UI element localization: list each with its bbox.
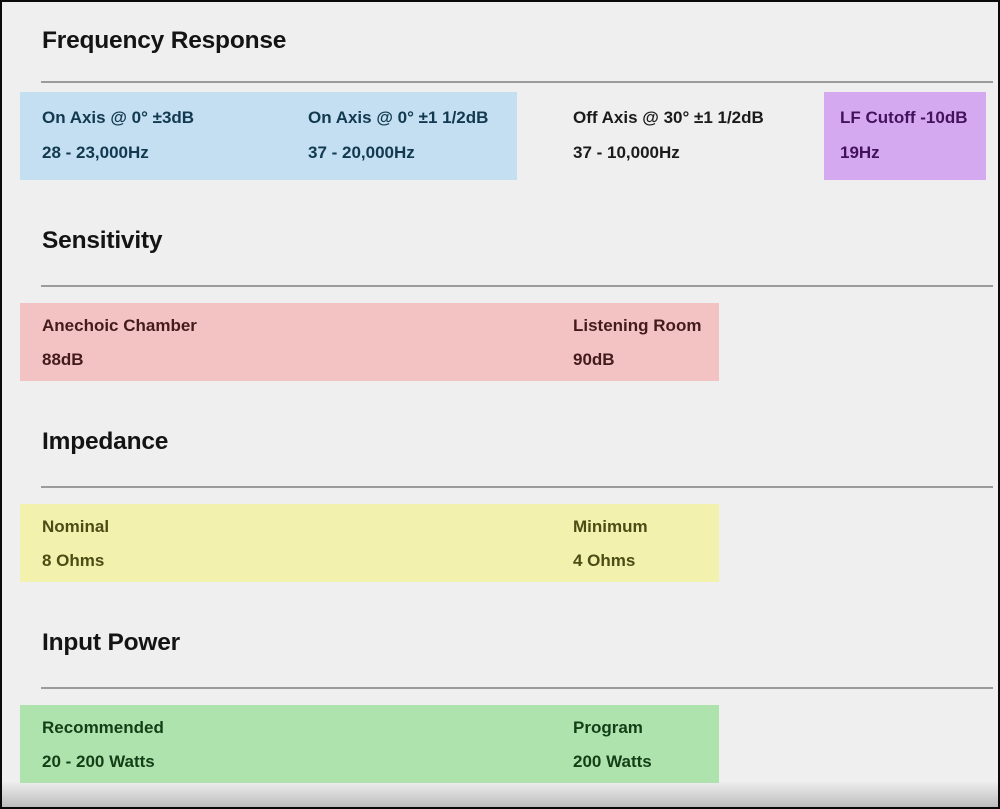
spec-cell-listening-room: Listening Room 90dB [573, 315, 701, 370]
spec-cell-anechoic-chamber: Anechoic Chamber 88dB [42, 315, 197, 370]
spec-cell-on-axis-1-5db: On Axis @ 0° ±1 1/2dB 37 - 20,000Hz [308, 107, 488, 163]
bottom-shadow [2, 781, 998, 807]
spec-cell-program: Program 200 Watts [573, 717, 652, 772]
spec-label: Recommended [42, 718, 164, 737]
spec-label: Nominal [42, 517, 110, 536]
section-title-input-power: Input Power [42, 629, 180, 656]
spec-value: 19Hz [840, 143, 880, 162]
spec-label: Program [573, 718, 643, 737]
frequency-response-lf-cutoff-highlight: LF Cutoff -10dB 19Hz [824, 92, 986, 180]
section-divider [41, 285, 993, 287]
spec-label: On Axis @ 0° ±1 1/2dB [308, 108, 489, 127]
section-divider [41, 81, 993, 83]
frequency-response-off-axis-plain: Off Axis @ 30° ±1 1/2dB 37 - 10,000Hz [557, 92, 817, 180]
spec-value: 37 - 10,000Hz [573, 143, 680, 162]
impedance-highlight: Nominal 8 Ohms Minimum 4 Ohms [20, 504, 719, 582]
spec-label: Minimum [573, 517, 648, 536]
spec-value: 20 - 200 Watts [42, 752, 155, 771]
section-title-sensitivity: Sensitivity [42, 227, 163, 254]
spec-cell-minimum: Minimum 4 Ohms [573, 516, 648, 571]
spec-value: 28 - 23,000Hz [42, 143, 149, 162]
section-title-frequency-response: Frequency Response [42, 27, 287, 54]
sensitivity-highlight: Anechoic Chamber 88dB Listening Room 90d… [20, 303, 719, 381]
spec-label: Anechoic Chamber [42, 316, 197, 335]
spec-cell-lf-cutoff: LF Cutoff -10dB 19Hz [840, 107, 967, 163]
spec-label: Listening Room [573, 316, 702, 335]
spec-cell-off-axis: Off Axis @ 30° ±1 1/2dB 37 - 10,000Hz [573, 107, 764, 163]
spec-label: Off Axis @ 30° ±1 1/2dB [573, 108, 764, 127]
spec-value: 4 Ohms [573, 551, 636, 570]
spec-value: 37 - 20,000Hz [308, 143, 415, 162]
section-title-impedance: Impedance [42, 428, 169, 455]
frequency-response-on-axis-highlight: On Axis @ 0° ±3dB 28 - 23,000Hz On Axis … [20, 92, 517, 180]
input-power-highlight: Recommended 20 - 200 Watts Program 200 W… [20, 705, 719, 783]
spec-cell-on-axis-3db: On Axis @ 0° ±3dB 28 - 23,000Hz [42, 107, 194, 163]
spec-label: LF Cutoff -10dB [840, 108, 968, 127]
spec-value: 90dB [573, 350, 615, 369]
spec-value: 200 Watts [573, 752, 652, 771]
spec-value: 8 Ohms [42, 551, 105, 570]
section-divider [41, 687, 993, 689]
spec-value: 88dB [42, 350, 84, 369]
spec-label: On Axis @ 0° ±3dB [42, 108, 195, 127]
section-divider [41, 486, 993, 488]
spec-cell-nominal: Nominal 8 Ohms [42, 516, 109, 571]
spec-cell-recommended: Recommended 20 - 200 Watts [42, 717, 164, 772]
